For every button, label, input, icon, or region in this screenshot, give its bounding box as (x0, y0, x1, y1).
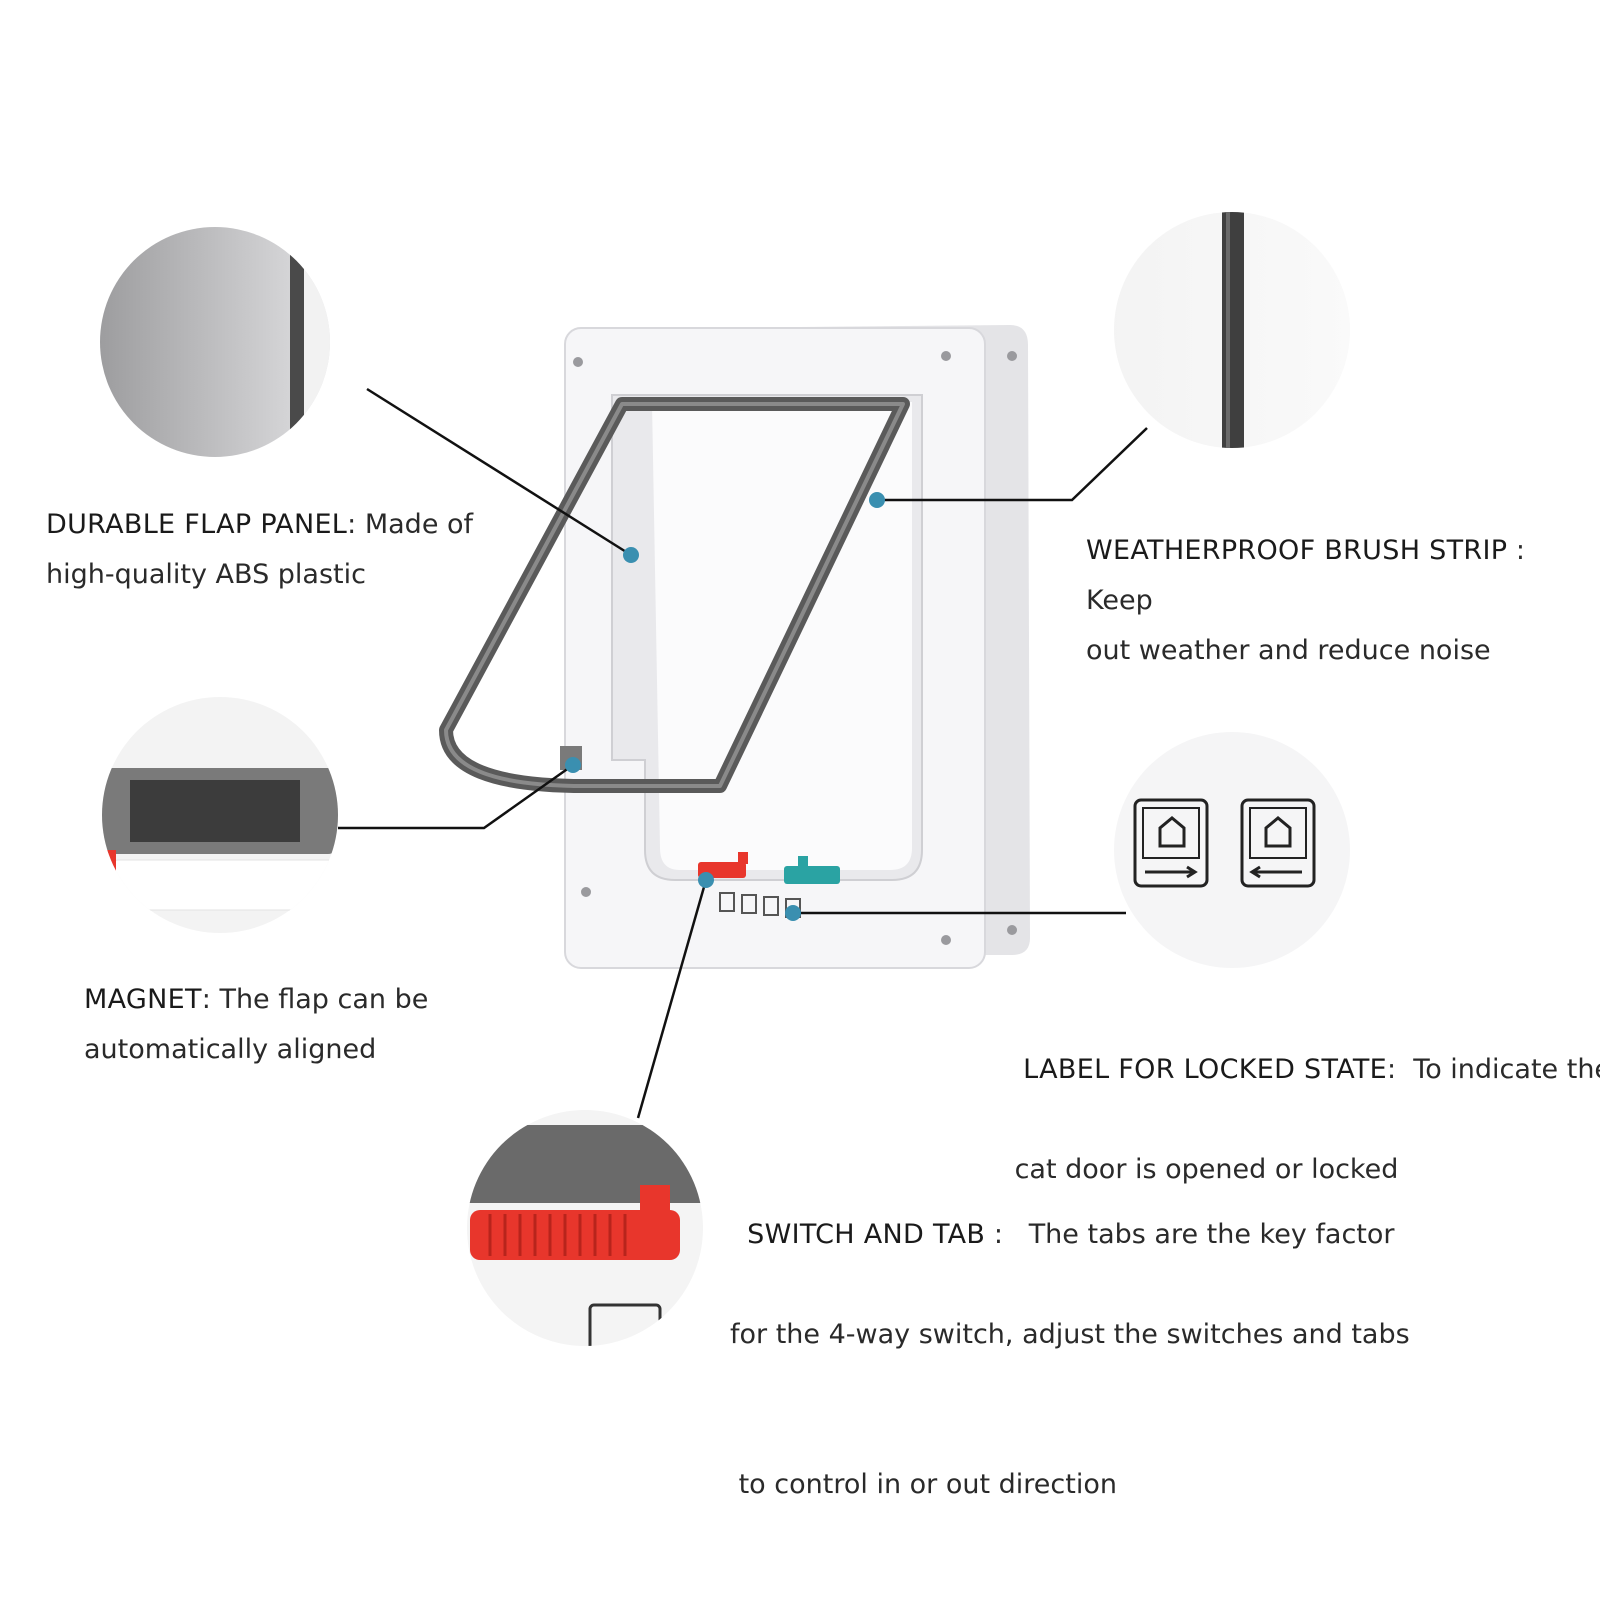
flap-panel-title: DURABLE FLAP PANEL (46, 509, 348, 540)
flap-panel-dot (623, 547, 639, 563)
callout-leader-lines (338, 387, 1148, 1119)
lock-state-label-closeup-icon (1114, 732, 1350, 968)
switch-tab-desc1: The tabs are the key factor (1028, 1219, 1395, 1250)
flap-panel-sep: : (347, 509, 365, 540)
locked-label-dot (785, 905, 801, 921)
brush-strip-desc2: out weather and reduce noise (1086, 635, 1491, 666)
brush-strip-title: WEATHERPROOF BRUSH STRIP (1086, 535, 1508, 566)
magnet-title: MAGNET (84, 984, 202, 1015)
locked-label-sep: : (1387, 1054, 1414, 1085)
brush-strip-closeup-icon (1114, 212, 1350, 448)
magnet-callout: MAGNET: The flap can be automatically al… (84, 975, 504, 1075)
cat-flap-product (439, 325, 1030, 969)
locked-label-title: LABEL FOR LOCKED STATE (1023, 1054, 1388, 1085)
locked-label-desc1: To indicate the (1413, 1054, 1600, 1085)
switch-tab-sep: : (985, 1219, 1029, 1250)
flap-panel-desc1: Made of (364, 509, 474, 540)
brush-strip-dot (869, 492, 885, 508)
locked-label-callout: LABEL FOR LOCKED STATE: To indicate the … (1006, 995, 1600, 1245)
magnet-desc2: automatically aligned (84, 1034, 377, 1065)
locked-label-desc2: cat door is opened or locked (1006, 1154, 1399, 1185)
switch-tab-callout: SWITCH AND TAB : The tabs are the key fa… (730, 1160, 1430, 1560)
brush-strip-callout: WEATHERPROOF BRUSH STRIP : Keep out weat… (1086, 526, 1596, 676)
switch-tab-desc2: for the 4-way switch, adjust the switche… (730, 1319, 1410, 1350)
switch-tab-title: SWITCH AND TAB (747, 1219, 986, 1250)
magnet-dot (565, 757, 581, 773)
switch-tab-dot (698, 872, 714, 888)
brush-strip-sep: : (1507, 535, 1525, 566)
magnet-sep: : (201, 984, 220, 1015)
flap-panel-closeup-icon (100, 227, 330, 457)
flap-panel-callout: DURABLE FLAP PANEL: Made of high-quality… (46, 500, 506, 600)
switch-tab-desc3: to control in or out direction (730, 1469, 1117, 1500)
switch-tab-closeup-icon (467, 1110, 703, 1346)
callout-anchor-dots (565, 492, 885, 921)
brush-strip-desc1: Keep (1086, 585, 1153, 616)
magnet-desc1: The flap can be (219, 984, 429, 1015)
magnet-closeup-icon (102, 697, 338, 933)
flap-panel-desc2: high-quality ABS plastic (46, 559, 366, 590)
